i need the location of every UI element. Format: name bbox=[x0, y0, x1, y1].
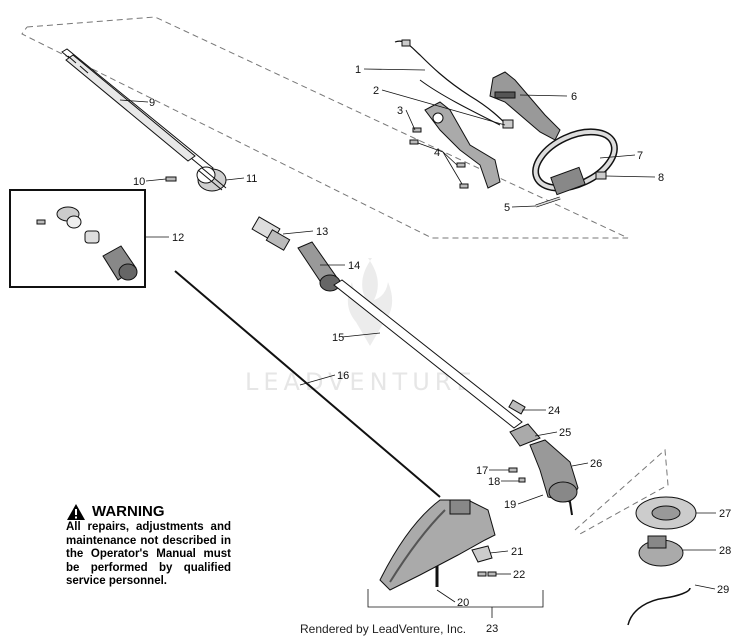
callout-10: 10 bbox=[133, 176, 145, 188]
part-11-coupling bbox=[196, 166, 227, 192]
warning-text: All repairs, adjustments and maintenance… bbox=[66, 521, 231, 587]
part-4-screws bbox=[409, 127, 469, 189]
part-3-handle-bracket bbox=[424, 101, 501, 189]
render-credit: Rendered by LeadVenture, Inc. bbox=[300, 622, 467, 636]
callout-8: 8 bbox=[658, 172, 664, 184]
callout-3: 3 bbox=[397, 105, 403, 117]
part-29-trimmer-line bbox=[627, 587, 691, 626]
part-21-cutter-blade bbox=[471, 545, 493, 563]
part-2-cable-clip bbox=[419, 79, 514, 129]
callout-19: 19 bbox=[504, 499, 516, 511]
part-27-spool-cover bbox=[635, 496, 697, 530]
watermark: LEADVENTURE bbox=[245, 258, 477, 396]
part-15-drive-shaft bbox=[333, 279, 523, 429]
part-9-outer-shaft bbox=[61, 48, 214, 173]
callout-23: 23 bbox=[486, 623, 498, 635]
part-28-spool bbox=[638, 535, 684, 567]
part-5-bolt bbox=[535, 196, 561, 208]
callout-12: 12 bbox=[172, 232, 184, 244]
callout-15: 15 bbox=[332, 332, 344, 344]
callout-11: 11 bbox=[246, 173, 257, 185]
callout-22: 22 bbox=[513, 569, 525, 581]
part-13-shaft-end bbox=[251, 216, 291, 251]
callout-5: 5 bbox=[504, 202, 510, 214]
group-outlines bbox=[21, 16, 669, 535]
part-12-kit-box bbox=[9, 189, 146, 288]
callout-26: 26 bbox=[590, 458, 602, 470]
callout-4: 4 bbox=[434, 147, 440, 159]
callout-21: 21 bbox=[511, 546, 523, 558]
callout-25: 25 bbox=[559, 427, 571, 439]
leader-lines bbox=[119, 68, 716, 618]
warning-triangle-icon bbox=[67, 504, 85, 520]
part-17-screw bbox=[508, 467, 518, 473]
part-14-grip bbox=[297, 241, 341, 292]
callout-18: 18 bbox=[488, 476, 500, 488]
callout-9: 9 bbox=[149, 97, 155, 109]
callout-17: 17 bbox=[476, 465, 488, 477]
part-26-gearhead bbox=[529, 439, 579, 516]
watermark-text: LEADVENTURE bbox=[245, 368, 477, 396]
callout-6: 6 bbox=[571, 91, 577, 103]
callout-14: 14 bbox=[348, 260, 360, 272]
callout-27: 27 bbox=[719, 508, 731, 520]
part-10-screw bbox=[165, 176, 177, 182]
warning-notice: WARNING All repairs, adjustments and mai… bbox=[66, 503, 231, 589]
callout-1: 1 bbox=[355, 64, 361, 76]
callout-16: 16 bbox=[337, 370, 349, 382]
callout-7: 7 bbox=[637, 150, 643, 162]
callout-29: 29 bbox=[717, 584, 729, 596]
part-25-shaft-collar bbox=[509, 423, 541, 447]
part-22-screws bbox=[477, 571, 497, 577]
callout-28: 28 bbox=[719, 545, 731, 557]
callout-2: 2 bbox=[373, 85, 379, 97]
callout-13: 13 bbox=[316, 226, 328, 238]
part-shield bbox=[379, 499, 496, 591]
part-16-drive-cable bbox=[174, 270, 441, 498]
part-7-loop-handle bbox=[532, 128, 618, 196]
part-6-handle-top bbox=[489, 71, 561, 141]
callout-20: 20 bbox=[457, 597, 469, 609]
callout-24: 24 bbox=[548, 405, 560, 417]
part-1-throttle-cable bbox=[394, 39, 511, 129]
warning-title: WARNING bbox=[92, 503, 165, 520]
part-8-knob bbox=[595, 171, 607, 180]
part-24-wingnut bbox=[508, 399, 526, 415]
part-18-screw bbox=[518, 477, 526, 483]
